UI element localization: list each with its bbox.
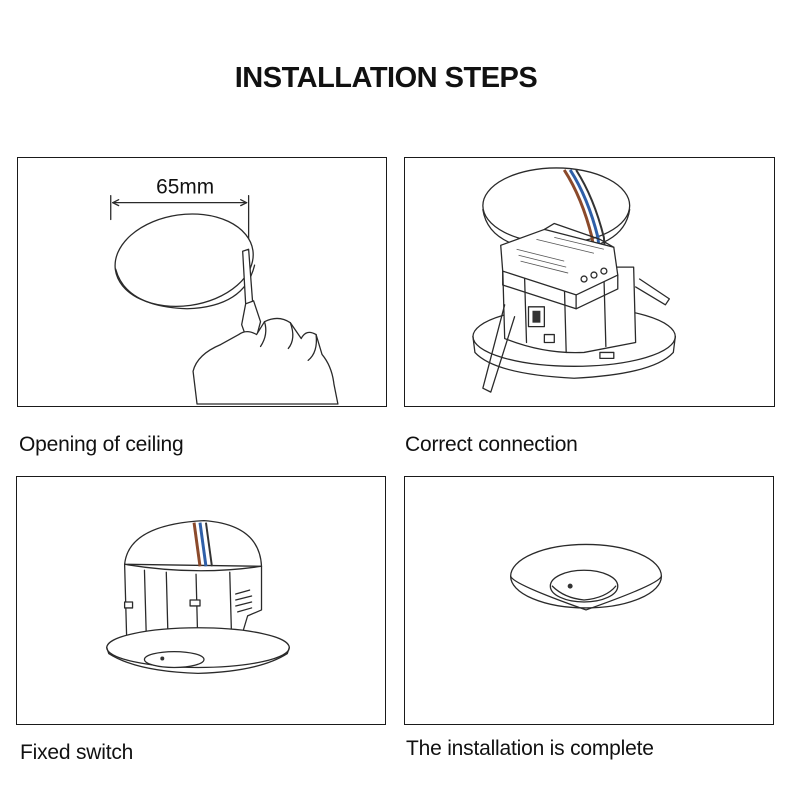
step-1-panel: 65mm bbox=[17, 157, 387, 407]
wiring-illustration bbox=[472, 167, 676, 393]
dimension-label: 65mm bbox=[156, 176, 214, 199]
step-4-panel bbox=[404, 476, 774, 725]
page-title: INSTALLATION STEPS bbox=[234, 62, 538, 94]
step-2-panel bbox=[404, 157, 775, 407]
step-1-caption: Opening of ceiling bbox=[19, 433, 184, 456]
step-4-caption: The installation is complete bbox=[406, 737, 654, 760]
installed-sensor-illustration bbox=[509, 543, 663, 611]
step-2-caption: Correct connection bbox=[405, 433, 578, 456]
sensor-mount-illustration bbox=[106, 520, 290, 675]
step-3-caption: Fixed switch bbox=[20, 741, 134, 764]
step-3-panel bbox=[16, 476, 386, 725]
ceiling-cut-illustration: 65mm bbox=[110, 176, 339, 405]
